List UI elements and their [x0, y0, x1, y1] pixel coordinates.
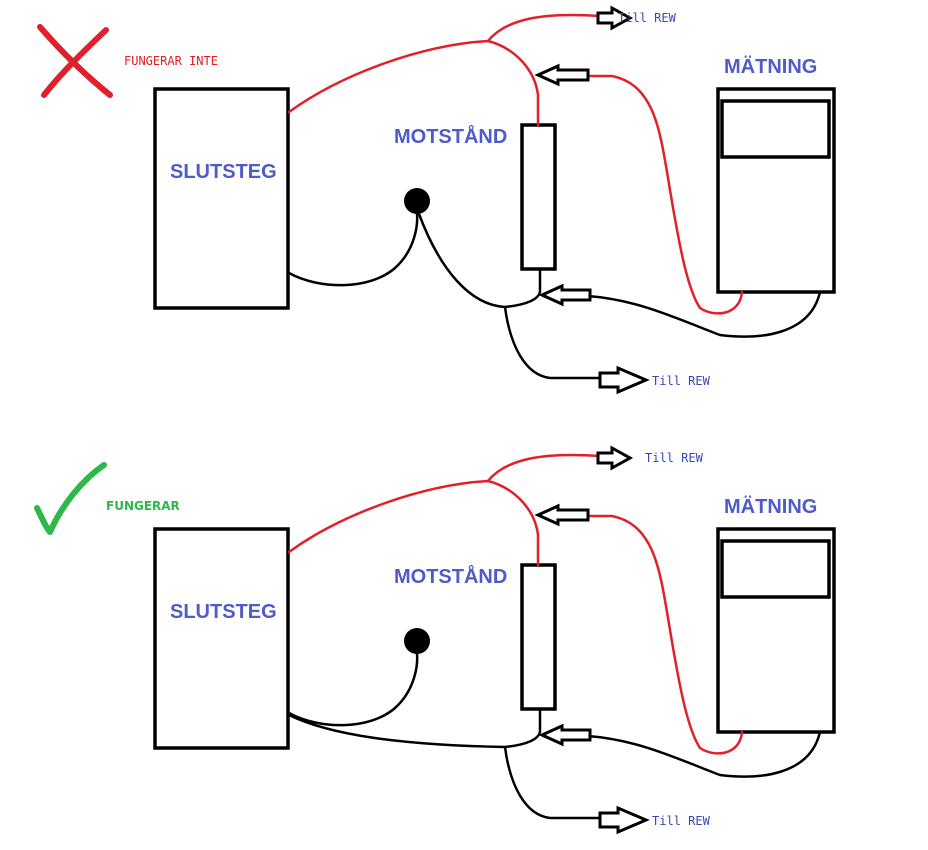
positive-wire-meter: [586, 514, 744, 755]
resistor-body: [520, 123, 557, 271]
meter-display: [720, 99, 831, 159]
amplifier-label: SLUTSTEG: [170, 161, 277, 183]
arrow-to-rew-bottom: [598, 805, 650, 835]
arrow-to-rew-top: [596, 445, 634, 471]
amplifier-label: SLUTSTEG: [170, 601, 277, 623]
arrow-to-rew-top: [596, 5, 634, 31]
amp-to-ground-wire: [287, 212, 419, 287]
resistor-label: MOTSTÅND: [394, 564, 507, 588]
positive-wire-amp: [287, 39, 540, 127]
meter-label: MÄTNING: [724, 495, 817, 518]
status-label: FUNGERAR INTE: [124, 54, 218, 68]
cross-icon: [37, 24, 113, 98]
rew-label-top: Till REW: [618, 11, 677, 25]
meter-ground-wire: [586, 730, 822, 778]
status-label: FUNGERAR: [106, 499, 180, 513]
rew-label-bottom: Till REW: [652, 374, 711, 388]
resistor-label: MOTSTÅND: [394, 124, 507, 148]
rew-label-top: Till REW: [645, 451, 704, 465]
amplifier-box: [153, 527, 290, 750]
ground-to-rew-wire: [503, 745, 602, 820]
amp-to-ground-wire: [287, 652, 419, 727]
ground-node: [404, 188, 430, 214]
amp-to-resistor-ground-wire: [287, 707, 542, 749]
arrow-to-resistor-bottom: [538, 723, 592, 747]
panel-not-working: FUNGERAR INTE SLUTSTEG MOTSTÅND MÄTNING …: [37, 5, 836, 395]
ground-to-resistor-wire: [417, 212, 542, 309]
arrow-to-rew-bottom: [598, 365, 650, 395]
meter-label: MÄTNING: [724, 55, 817, 78]
ground-to-rew-wire: [503, 305, 602, 380]
ground-node: [404, 628, 430, 654]
positive-wire-rew: [486, 453, 600, 483]
meter-body: [716, 87, 836, 294]
positive-wire-meter: [586, 74, 744, 315]
meter-ground-wire: [586, 290, 822, 338]
checkmark-icon: [34, 462, 107, 535]
arrow-to-resistor-top: [534, 63, 590, 87]
arrow-to-resistor-bottom: [538, 283, 592, 307]
meter-display: [720, 539, 831, 599]
panel-working: FUNGERAR SLUTSTEG MOTSTÅND MÄTNING Till …: [34, 445, 836, 835]
meter-body: [716, 527, 836, 734]
positive-wire-amp: [287, 479, 540, 567]
arrow-to-resistor-top: [534, 503, 590, 527]
amplifier-box: [153, 87, 290, 310]
positive-wire-rew: [486, 13, 600, 43]
rew-label-bottom: Till REW: [652, 814, 711, 828]
resistor-body: [520, 563, 557, 711]
